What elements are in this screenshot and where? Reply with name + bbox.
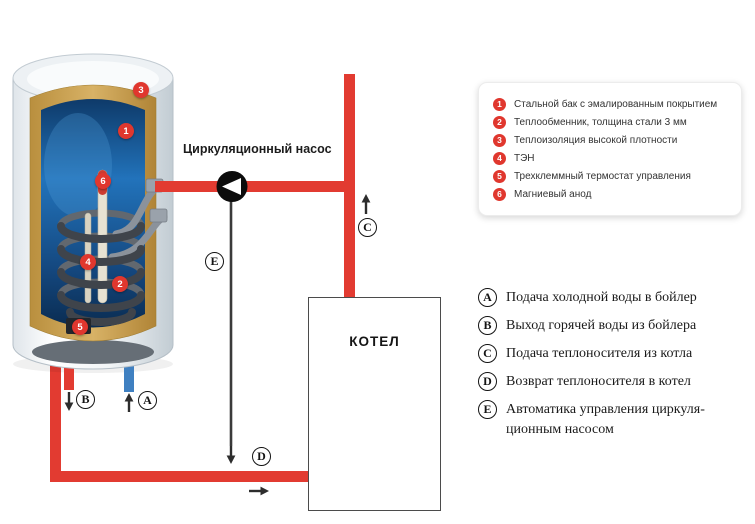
pump-label: Циркуляционный насос: [183, 142, 332, 156]
lettered-item-text: Подача теплоносителя из котла: [506, 346, 693, 361]
legend-number-badge: 3: [493, 133, 506, 147]
lettered-badge-b: B: [478, 316, 497, 335]
lettered-item: D Возврат теплоносителя в котел: [478, 372, 750, 392]
legend-item-text: Теплоизоляция высокой плотности: [514, 134, 678, 146]
legend-item: 1 Стальной бак с эмалированным покрытием: [493, 95, 727, 113]
heat-exchanger-coil-front: [57, 222, 145, 326]
flow-point-d: D: [252, 447, 271, 466]
boiler-unit-box: КОТЕЛ: [308, 297, 441, 511]
arrow-down-b: [64, 392, 74, 411]
marker-3-insulation: 3: [133, 82, 149, 98]
flow-arrows: [64, 194, 371, 496]
inner-tank-gloss: [44, 113, 112, 217]
legend-item: 4 ТЭН: [493, 149, 727, 167]
tank-top-highlight: [27, 61, 159, 97]
pump-control-wire: [229, 196, 233, 446]
legend-number-badge: 5: [493, 169, 506, 183]
marker-1-steel-tank: 1: [118, 123, 134, 139]
arrow-down-d: [226, 446, 236, 464]
legend-item-text: Трехклеммный термостат управления: [514, 170, 691, 182]
marker-2-heat-exchanger: 2: [112, 276, 128, 292]
lettered-legend: A Подача холодной воды в бойлер B Выход …: [478, 288, 750, 448]
flow-point-e: E: [205, 252, 224, 271]
pipe-tank-to-pump: [155, 181, 355, 192]
arrow-right-d: [249, 486, 269, 496]
circulation-pump-icon: [216, 171, 248, 202]
legend-item: 3 Теплоизоляция высокой плотности: [493, 131, 727, 149]
legend-item: 6 Магниевый анод: [493, 185, 727, 203]
lettered-item: A Подача холодной воды в бойлер: [478, 288, 750, 308]
lettered-item: E Автоматика управления циркуля- ционным…: [478, 400, 750, 440]
tank-base-pedestal: [32, 340, 154, 364]
lettered-badge-d: D: [478, 372, 497, 391]
legend-item: 5 Трехклеммный термостат управления: [493, 167, 727, 185]
legend-item-text: Магниевый анод: [514, 188, 592, 200]
lettered-badge-c: C: [478, 344, 497, 363]
tank-illustration: [12, 53, 174, 392]
lettered-item: C Подача теплоносителя из котла: [478, 344, 750, 364]
legend-item-text: ТЭН: [514, 152, 535, 164]
boiler-unit-label: КОТЕЛ: [349, 334, 400, 349]
arrow-up-a: [124, 393, 134, 412]
legend-item-text: Стальной бак с эмалированным покрытием: [514, 98, 718, 110]
lettered-item-text: Подача холодной воды в бойлер: [506, 290, 697, 305]
flow-point-b: B: [76, 390, 95, 409]
legend-number-badge: 1: [493, 97, 506, 111]
numbered-legend: 1 Стальной бак с эмалированным покрытием…: [478, 82, 742, 216]
flow-point-c: C: [358, 218, 377, 237]
legend-number-badge: 4: [493, 151, 506, 165]
lettered-item-text: Выход горячей воды из бойлера: [506, 318, 697, 333]
flow-point-a: A: [138, 391, 157, 410]
marker-6-anode: 6: [95, 173, 111, 189]
lettered-badge-a: A: [478, 288, 497, 307]
legend-number-badge: 6: [493, 187, 506, 201]
lettered-item-text: Автоматика управления циркуля- ционным н…: [506, 402, 705, 437]
hot-water-outlet-stub: [64, 352, 74, 390]
marker-4-heating-element: 4: [80, 254, 96, 270]
legend-item: 2 Теплообменник, толщина стали 3 мм: [493, 113, 727, 131]
pipe-return-bottom-horizontal: [50, 471, 311, 482]
wall-fitting-lower: [149, 208, 168, 223]
legend-item-text: Теплообменник, толщина стали 3 мм: [514, 116, 687, 128]
arrow-up-c: [361, 194, 371, 214]
lettered-item: B Выход горячей воды из бойлера: [478, 316, 750, 336]
pipe-return-left-vertical: [50, 358, 61, 478]
legend-number-badge: 2: [493, 115, 506, 129]
lettered-badge-e: E: [478, 400, 497, 419]
lettered-item-text: Возврат теплоносителя в котел: [506, 374, 691, 389]
cold-water-inlet-stub: [124, 352, 134, 392]
marker-5-thermostat: 5: [72, 319, 88, 335]
